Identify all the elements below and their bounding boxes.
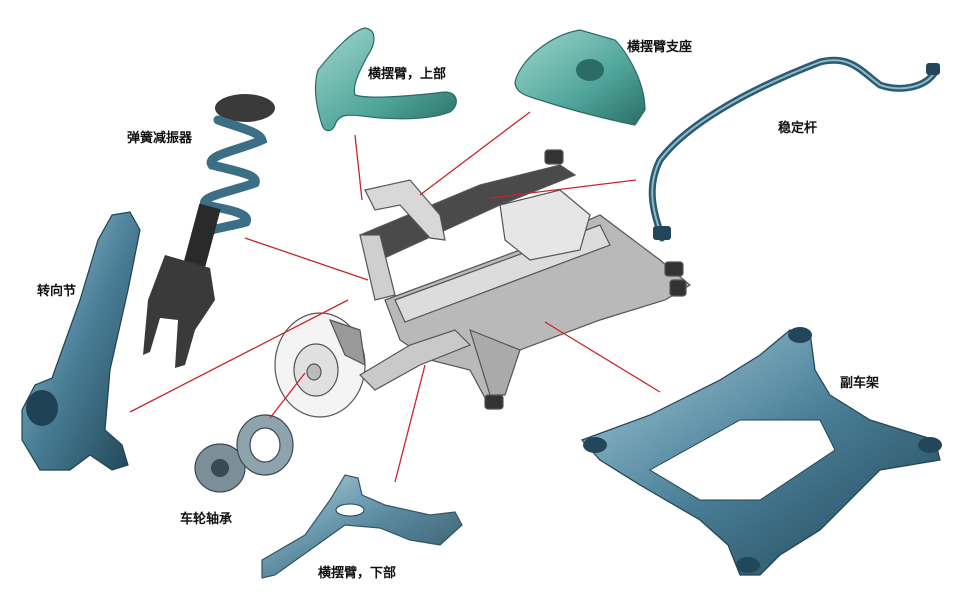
strut-lower-fork	[143, 255, 215, 368]
leader-strut	[244, 237, 369, 281]
steering-knuckle	[21, 211, 141, 471]
assembly-gearbox	[499, 189, 591, 261]
stabilizer-bar	[648, 56, 939, 242]
assembly-subframe	[384, 214, 692, 399]
leader-subframe	[544, 321, 661, 393]
leader-lines	[129, 111, 661, 483]
leader-bearing	[269, 372, 306, 419]
assembly-lower-arm	[359, 329, 472, 391]
assembly-bushing	[484, 394, 504, 410]
upper-control-arm	[314, 27, 457, 132]
strut-top-mount	[215, 94, 275, 122]
assembly-caliper	[328, 319, 366, 367]
assembly-strut	[359, 234, 396, 301]
assembly-subframe-leg	[469, 328, 521, 396]
stabilizer-bar-end	[926, 63, 940, 75]
subframe-mount	[918, 437, 942, 453]
subframe-mount	[736, 557, 760, 573]
strut-damper-body	[179, 203, 221, 282]
strut-coil-spring	[197, 115, 268, 243]
bearing-flange-center	[211, 459, 229, 477]
subframe-cutout	[649, 419, 836, 501]
wheel-bearing	[194, 414, 294, 493]
bearing-ring-inner	[249, 427, 281, 463]
subframe-mount	[788, 327, 812, 343]
label-wheel-bearing: 车轮轴承	[180, 512, 233, 527]
stabilizer-bar-highlight	[651, 59, 936, 239]
assembly-upper-arm	[364, 179, 446, 241]
leader-lower-arm	[394, 364, 426, 483]
lower-control-arm	[261, 474, 463, 579]
label-lower-control-arm: 横摆臂，下部	[318, 566, 397, 581]
subframe-mount	[583, 437, 607, 453]
label-upper-control-arm: 横摆臂，上部	[368, 67, 447, 82]
assembly-bushing	[544, 149, 564, 165]
leader-upper-arm	[354, 134, 363, 201]
label-control-arm-mount: 横摆臂支座	[627, 40, 693, 55]
assembly-bushing	[664, 261, 684, 277]
spring-strut	[143, 94, 275, 368]
subframe	[580, 327, 942, 576]
leader-arm-mount	[419, 111, 531, 196]
central-assembly	[274, 149, 692, 418]
assembly-bushing	[669, 279, 687, 297]
label-steering-knuckle: 转向节	[37, 284, 77, 299]
label-spring-strut: 弹簧减振器	[127, 131, 193, 146]
label-stabilizer-bar: 稳定杆	[778, 121, 818, 136]
assembly-brake-disc-center	[306, 363, 322, 381]
stabilizer-bar-clamp	[653, 226, 671, 240]
steering-knuckle-bore	[26, 390, 58, 426]
leader-stabilizer	[489, 179, 637, 199]
lower-arm-slot	[335, 503, 365, 517]
label-subframe: 副车架	[840, 376, 880, 391]
leader-knuckle	[129, 299, 349, 413]
control-arm-mount-hole	[576, 59, 604, 81]
